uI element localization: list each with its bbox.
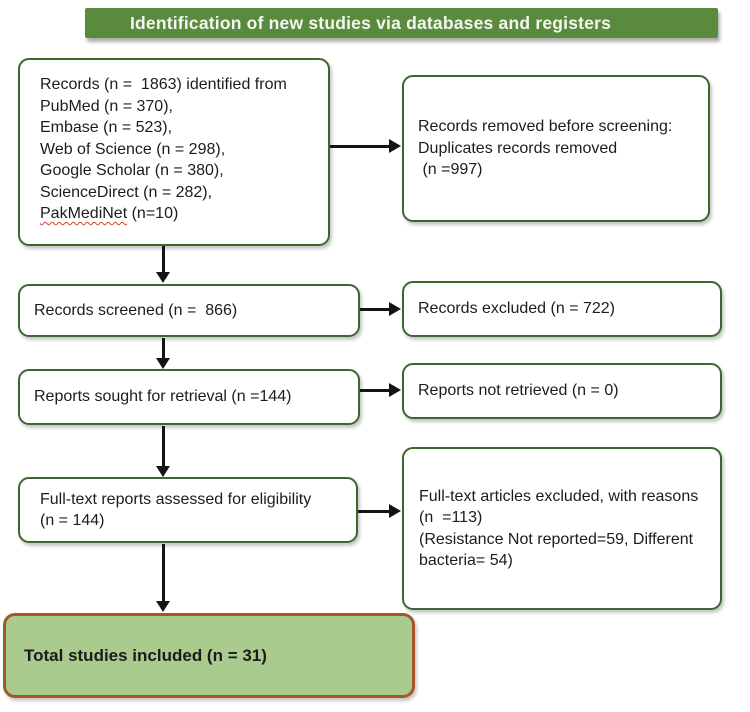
records-identified-box: Records (n = 1863) identified from PubMe… [18,58,330,246]
sought-label: Reports sought for retrieval (n =144) [34,388,292,406]
pakmedinet-count: (n=10) [127,205,179,222]
identified-line: PubMed (n = 370), [40,97,173,115]
records-removed-box: Records removed before screening: Duplic… [402,75,710,222]
screened-label: Records screened (n = 866) [34,301,238,319]
records-excluded-box: Records excluded (n = 722) [402,281,722,337]
fulltext-line: Full-text reports assessed for eligibili… [40,490,312,508]
diagram-title-banner: Identification of new studies via databa… [85,8,718,38]
diagram-title: Identification of new studies via databa… [129,12,612,33]
removed-line: Duplicates records removed [418,139,618,157]
spellcheck-underlined-word: PakMediNet [40,205,128,222]
identified-line-pakmedinet: PakMediNet (n=10) [40,203,316,225]
identified-line: Google Scholar (n = 380), [40,162,224,179]
reports-not-retrieved-box: Reports not retrieved (n = 0) [402,363,722,419]
ft-excluded-line: (n =113) [419,509,483,526]
records-screened-box: Records screened (n = 866) [18,284,360,337]
identified-line: ScienceDirect (n = 282), [40,183,213,201]
removed-line: (n =997) [418,161,483,179]
excluded-label: Records excluded (n = 722) [418,300,615,318]
ft-excluded-line: Full-text articles excluded, with reason… [419,487,699,505]
identified-line: Embase (n = 523), [40,119,173,136]
total-included-box: Total studies included (n = 31) [3,613,415,698]
identified-line: Web of Science (n = 298), [40,140,226,158]
ft-excluded-line: (Resistance Not reported=59, Different [419,530,694,548]
not-retrieved-label: Reports not retrieved (n = 0) [418,382,619,400]
fulltext-excluded-box: Full-text articles excluded, with reason… [402,447,722,610]
fulltext-assessed-box: Full-text reports assessed for eligibili… [18,477,358,543]
identified-line: Records (n = 1863) identified from [40,76,287,93]
reports-sought-box: Reports sought for retrieval (n =144) [18,369,360,425]
fulltext-line: (n = 144) [40,512,105,529]
ft-excluded-line: bacteria= 54) [419,552,513,569]
total-included-label: Total studies included (n = 31) [24,645,267,665]
removed-line: Records removed before screening: [418,118,673,136]
